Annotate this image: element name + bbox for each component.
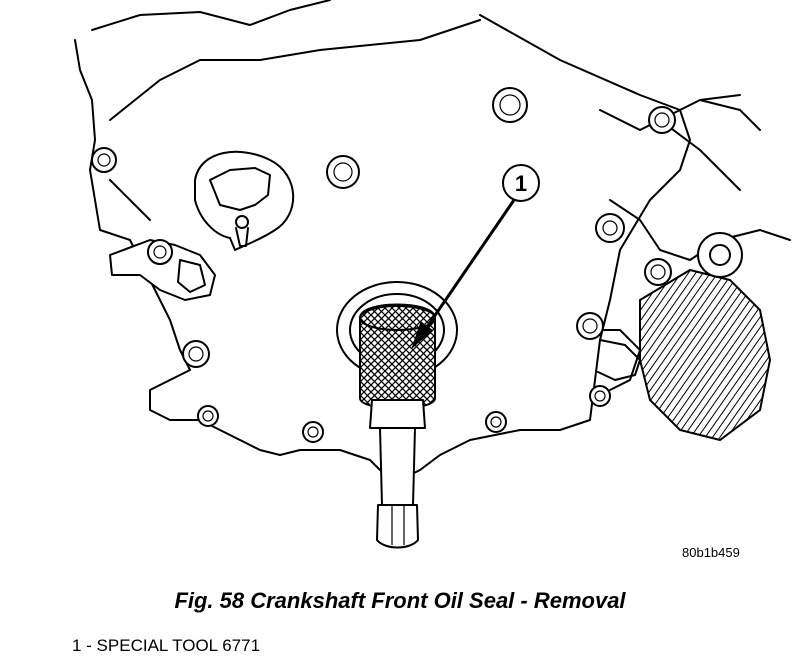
bolt (648, 106, 676, 134)
left-boss-face (177, 259, 206, 293)
tool-shaft (379, 427, 416, 506)
tool-collar (369, 399, 426, 429)
bolt (595, 213, 625, 243)
bolt (644, 258, 672, 286)
tool-hex-end (376, 504, 419, 549)
figure-caption: Fig. 58 Crankshaft Front Oil Seal - Remo… (174, 588, 626, 613)
bolt (182, 340, 210, 368)
engine-front-cover-illustration: 1 (74, 0, 791, 549)
callout-number: 1 (515, 171, 527, 196)
bolt (589, 385, 611, 407)
port-tab-hole (235, 215, 249, 229)
bolt (485, 411, 507, 433)
special-tool-6771 (359, 303, 436, 549)
callout-circle (502, 164, 540, 202)
figure-image-code: 80b1b459 (682, 545, 740, 560)
bolt (302, 421, 324, 443)
oil-pump-port-inner (209, 167, 271, 211)
pump-hub-center (709, 244, 731, 266)
callout-leader (423, 199, 516, 331)
side-housing (599, 99, 791, 391)
port-tab (235, 227, 249, 247)
cover-bolts (91, 87, 676, 443)
bolt (197, 405, 219, 427)
oil-pump-port (194, 150, 295, 251)
water-pump-fins (639, 268, 772, 442)
legend-item: 1 - SPECIAL TOOL 6771 (72, 636, 261, 655)
front-cover-outline (74, 0, 691, 481)
bolt (576, 312, 604, 340)
bolt (326, 155, 360, 189)
bolt (147, 239, 173, 265)
side-bracket (597, 339, 641, 381)
bolt (492, 87, 528, 123)
bolt (91, 147, 117, 173)
callout-arrowhead (411, 321, 433, 349)
figure-legend: 1 - SPECIAL TOOL 6771 (72, 636, 260, 656)
